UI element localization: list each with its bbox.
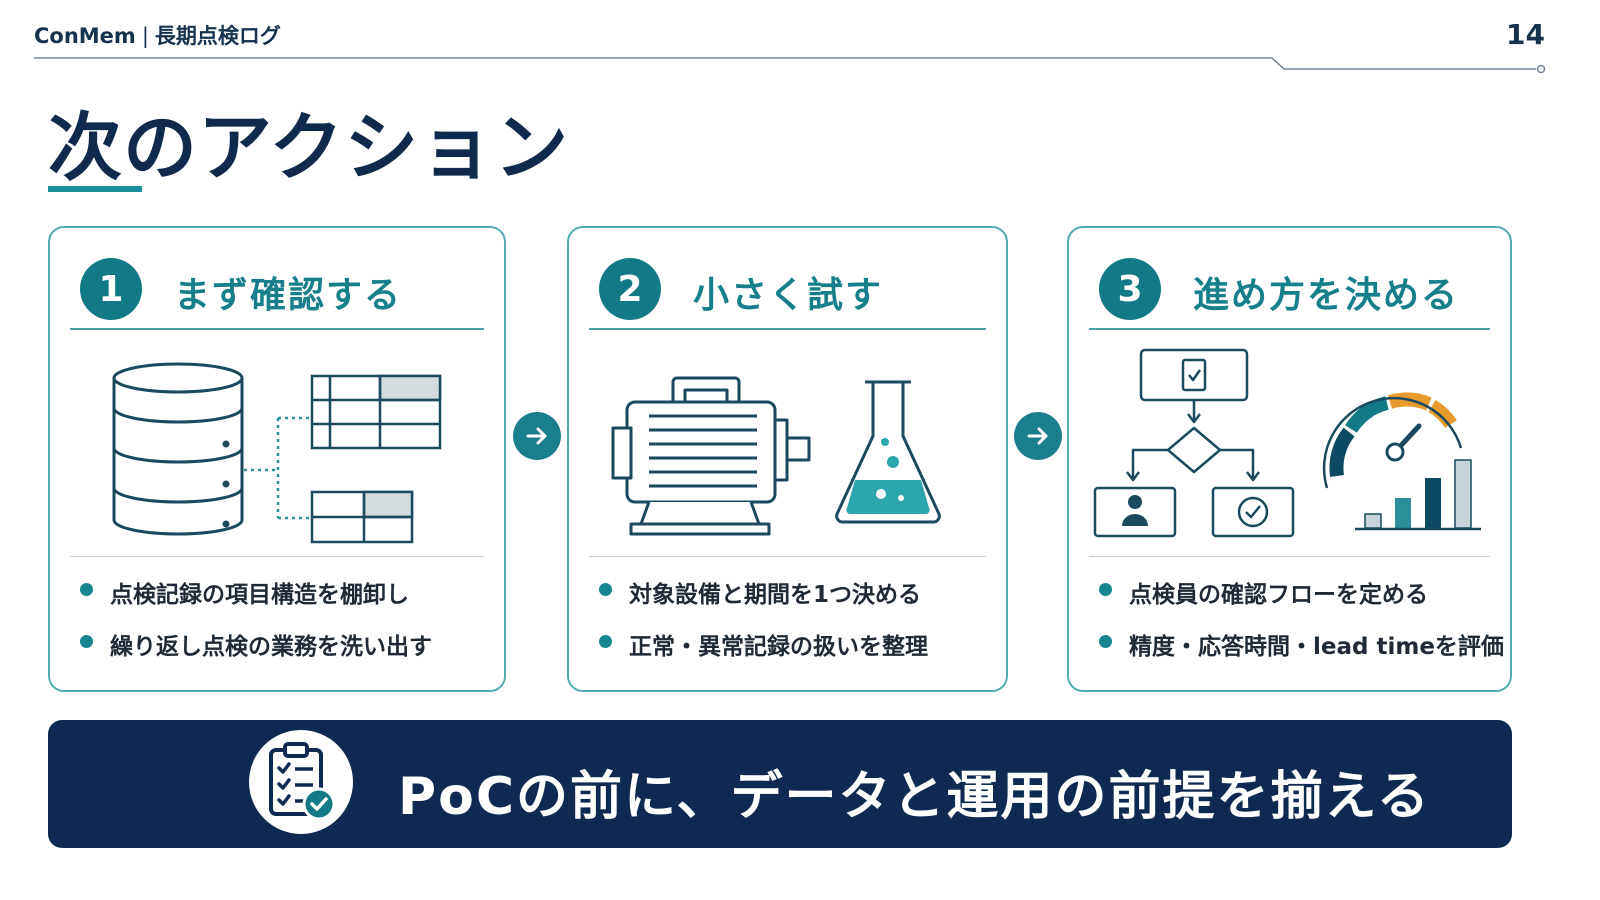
card-title: 小さく試す — [693, 275, 884, 316]
card-title: まず確認する — [174, 275, 403, 316]
bullet-list: 点検員の確認フローを定める 精度・応答時間・lead timeを評価 — [1099, 575, 1504, 679]
header-divider — [34, 57, 1546, 74]
bullet-text: 対象設備と期間を1つ決める — [629, 582, 922, 608]
page-number: 14 — [1506, 18, 1545, 51]
list-item: 精度・応答時間・lead timeを評価 — [1099, 627, 1504, 679]
header-breadcrumb: ConMem|長期点検ログ — [34, 20, 281, 50]
bullet-dot — [1099, 635, 1112, 648]
bullet-dot — [80, 583, 93, 596]
card-divider — [70, 556, 484, 557]
step-number-badge: 2 — [599, 258, 661, 320]
key-message-banner: PoCの前に、データと運用の前提を揃える — [48, 720, 1512, 848]
bullet-dot — [599, 583, 612, 596]
brand-name: ConMem — [34, 24, 136, 48]
banner-message: PoCの前に、データと運用の前提を揃える — [398, 767, 1431, 827]
bullet-text: 点検員の確認フローを定める — [1129, 582, 1428, 608]
arrow-right-icon — [513, 412, 561, 460]
action-card-1: 1 まず確認する — [48, 226, 506, 692]
database-table-icon — [112, 362, 442, 544]
title-underline — [48, 186, 142, 192]
list-item: 繰り返し点検の業務を洗い出す — [80, 627, 432, 679]
list-item: 正常・異常記録の扱いを整理 — [599, 627, 928, 679]
page-title: 次のアクション — [48, 105, 570, 191]
bullet-text: 点検記録の項目構造を棚卸し — [110, 582, 409, 608]
motor-and-flask-icon — [611, 376, 941, 536]
section-name: 長期点検ログ — [154, 24, 281, 48]
card-divider — [589, 556, 986, 557]
list-item: 点検記録の項目構造を棚卸し — [80, 575, 432, 627]
bullet-text: 精度・応答時間・lead timeを評価 — [1129, 634, 1504, 660]
flowchart-and-gauge-icon — [1093, 348, 1481, 538]
bullet-list: 点検記録の項目構造を棚卸し 繰り返し点検の業務を洗い出す — [80, 575, 432, 679]
bullet-dot — [599, 635, 612, 648]
bullet-text: 繰り返し点検の業務を洗い出す — [110, 634, 432, 660]
arrow-right-icon — [1014, 412, 1062, 460]
step-number-badge: 3 — [1099, 258, 1161, 320]
card-divider — [589, 328, 986, 330]
action-card-2: 2 小さく試す 対象設備と期間を1つ決める 正常・異常記録の扱いを整理 — [567, 226, 1008, 692]
card-divider — [70, 328, 484, 330]
bullet-dot — [1099, 583, 1112, 596]
list-item: 点検員の確認フローを定める — [1099, 575, 1504, 627]
bullet-text: 正常・異常記録の扱いを整理 — [629, 634, 928, 660]
card-title: 進め方を決める — [1193, 275, 1460, 316]
header-separator: | — [141, 24, 149, 48]
action-card-3: 3 進め方を決める — [1067, 226, 1512, 692]
checklist-icon — [249, 730, 353, 834]
card-divider — [1089, 328, 1490, 330]
bullet-dot — [80, 635, 93, 648]
card-divider — [1089, 556, 1490, 557]
list-item: 対象設備と期間を1つ決める — [599, 575, 928, 627]
bullet-list: 対象設備と期間を1つ決める 正常・異常記録の扱いを整理 — [599, 575, 928, 679]
step-number-badge: 1 — [80, 258, 142, 320]
